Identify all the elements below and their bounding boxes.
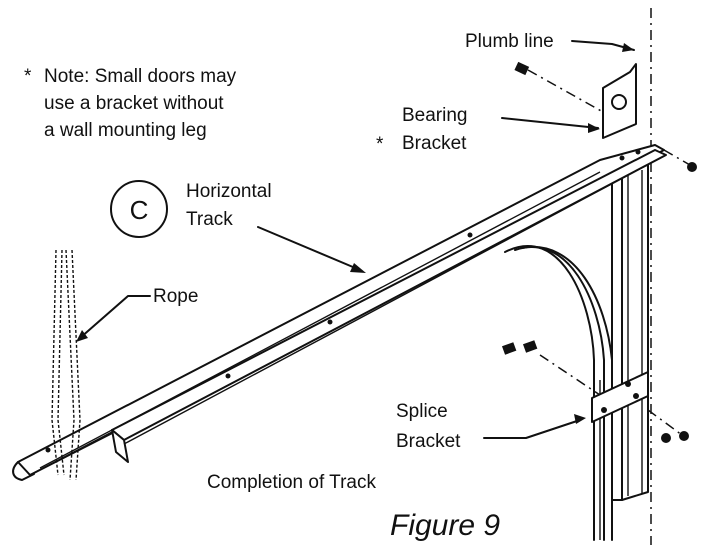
- nut-icon: [661, 431, 689, 443]
- bolt-icon: [501, 340, 538, 355]
- leader-lines: [76, 40, 635, 439]
- label-rope: Rope: [153, 286, 198, 307]
- vertical-track: [611, 164, 649, 501]
- label-bearing-bracket: Bracket: [402, 133, 467, 154]
- label-splice-bracket: Bracket: [396, 431, 461, 452]
- label-splice: Splice: [396, 401, 448, 422]
- note-line-3: a wall mounting leg: [44, 120, 207, 141]
- note-asterisk: *: [24, 66, 32, 87]
- bolt-icon: [514, 61, 530, 76]
- label-horizontal-track: Track: [186, 209, 233, 230]
- circle-letter: C: [130, 195, 149, 225]
- bearing-bracket: [514, 61, 637, 139]
- bearing-asterisk: *: [376, 134, 384, 155]
- figure-caption: Figure 9: [390, 509, 500, 542]
- rope: [51, 249, 81, 481]
- label-horizontal: Horizontal: [186, 181, 272, 202]
- label-bearing: Bearing: [402, 105, 468, 126]
- horizontal-track: [12, 144, 697, 481]
- callout-circle: [110, 180, 168, 238]
- nut-icon: [687, 162, 697, 172]
- note-line-2: use a bracket without: [44, 93, 224, 114]
- note-line-1: Note: Small doors may: [44, 66, 237, 87]
- label-completion: Completion of Track: [207, 472, 376, 493]
- label-plumb-line: Plumb line: [465, 31, 554, 52]
- splice-bracket: [501, 340, 689, 443]
